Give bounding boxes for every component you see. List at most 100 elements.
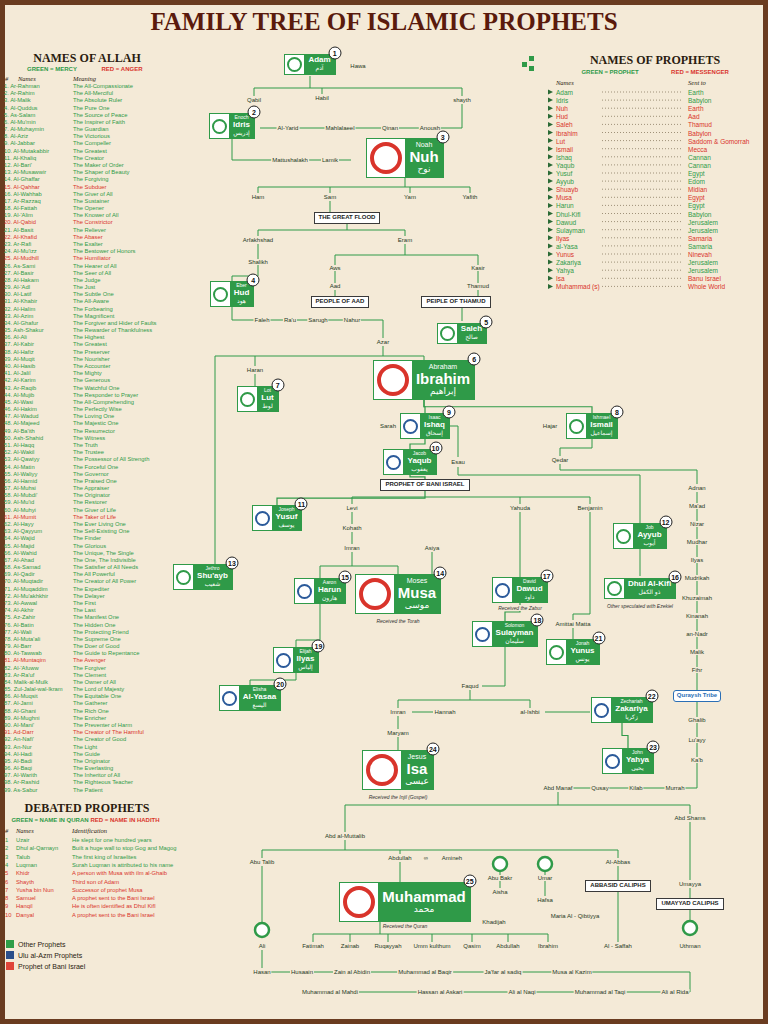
lineage-line [310, 76, 311, 88]
ancestor-name: an-Nadr [685, 631, 709, 637]
leader-dots [602, 278, 682, 279]
ancestor-name: Hannah [433, 709, 456, 715]
calligraphy-icon [569, 419, 584, 434]
prophet-name: Dawud [516, 585, 542, 593]
ancestor-name: Imran [343, 545, 360, 551]
leader-dots [602, 229, 682, 230]
lineage-line [254, 88, 462, 89]
calligraphy-icon [255, 511, 270, 526]
row-bullet [548, 235, 553, 240]
book-caption: Received the Torah [375, 618, 420, 624]
lineage-line [352, 552, 353, 566]
list-cell: The Forgiving [73, 176, 108, 182]
calligraphy-icon [240, 392, 255, 407]
row-bullet [548, 122, 553, 127]
prophet-box: Dhul Al-Kiflذو الكفل [604, 578, 676, 599]
ancestor-name: Nahur [343, 317, 361, 323]
list-cell: 57. Al-Muhsi [4, 485, 36, 491]
list-cell: The Finder [73, 535, 101, 541]
lineage-line [398, 700, 530, 701]
ancestor-name: ∞ [423, 855, 429, 861]
prophet-box: AaronHarunهارون [294, 578, 346, 603]
prophet-name: Nuh [409, 149, 438, 164]
column-header: Names [18, 75, 36, 82]
calligraphy-icon [616, 529, 631, 544]
list-cell: 96. Al-Baqi [4, 765, 32, 771]
table-cell: Edom [688, 178, 705, 185]
list-cell: 34. Al-Ghafur [4, 320, 38, 326]
ancestor-name: Ra'u [283, 317, 297, 323]
name-panel: JohnYahyaيحيى [622, 749, 653, 772]
list-cell: The Manifest One [73, 614, 119, 620]
leader-dots [602, 221, 682, 222]
ancestor-name: Al - Saffah [603, 943, 633, 949]
table-cell: Lut [556, 137, 565, 144]
leader-dots [602, 237, 682, 238]
ancestor-name: Hafsa [536, 897, 554, 903]
callout-number: 10 [429, 442, 442, 455]
prophet-name: Idris [233, 121, 250, 129]
list-cell: 7. Al-Muhaymin [4, 126, 44, 132]
table-cell: Yaqub [556, 161, 574, 168]
prophet-box: Salehصالح [437, 323, 487, 344]
list-cell: The Trustee [73, 449, 104, 455]
ancestor-name: Ilyas [690, 557, 704, 563]
ornament [522, 62, 527, 67]
list-cell: 9 [5, 903, 8, 909]
band-box: PEIPLE OF THAMUD [421, 296, 490, 307]
leader-dots [602, 245, 682, 246]
lineage-line [352, 512, 353, 524]
list-cell: The Praised One [73, 478, 117, 484]
ancestor-name: Qedar [551, 457, 570, 463]
prophet-box: JohnYahyaيحيى [602, 748, 654, 773]
band-text: Quraysh Tribe [677, 692, 717, 699]
list-cell: A prophet sent to the Bani Israel [72, 912, 155, 918]
name-panel: JobAyyubأيوب [633, 524, 665, 547]
lineage-line [258, 230, 259, 236]
lineage-line [618, 891, 619, 942]
leader-dots [602, 108, 682, 109]
calligraphy-icon [366, 754, 398, 786]
list-cell: The Reliever [73, 227, 106, 233]
prophet-box: NoahNuhنوح [366, 138, 443, 178]
prophet-name: Hud [234, 289, 250, 297]
band-box: PEOPLE OF AAD [311, 296, 370, 307]
list-cell: The Inheritor of All [73, 772, 120, 778]
ancestor-name: Aisha [491, 889, 508, 895]
lineage-line [410, 187, 411, 193]
list-cell: The Ever Living One [73, 521, 126, 527]
prophet-name: Sulayman [496, 629, 534, 637]
band-box: PROPHET OF BANI ISRAEL [380, 479, 469, 490]
leader-dots [602, 116, 682, 117]
list-cell: The Doer of Good [73, 643, 119, 649]
lineage-line [560, 464, 697, 484]
row-bullet [548, 98, 553, 103]
leader-dots [602, 286, 682, 287]
column-header: # [5, 827, 8, 834]
ancestor-name: Thamud [466, 283, 490, 289]
companion-icon [683, 921, 697, 935]
lineage-line [520, 497, 521, 504]
table-cell: Egypt [688, 170, 705, 177]
list-cell: The Generous [73, 377, 110, 383]
ancestor-name: Aws [328, 265, 341, 271]
leader-dots [602, 132, 682, 133]
legend-swatch [6, 951, 14, 959]
lineage-line [564, 702, 697, 788]
calligraphy-icon [222, 691, 237, 706]
ancestor-name: Musa al Kazim [551, 969, 592, 975]
ancestor-name: Kinanah [685, 613, 709, 619]
row-bullet [548, 154, 553, 159]
lineage-line [322, 88, 323, 94]
callout-number: 12 [659, 516, 672, 529]
list-cell: The Enricher [73, 715, 106, 721]
prophet-box: ElijahIlyasإلياس [273, 647, 320, 672]
list-cell: 92. An-Nafi' [4, 736, 34, 742]
row-bullet [548, 219, 553, 224]
list-cell: Danyal [16, 912, 34, 918]
callout-number: 8 [610, 406, 623, 419]
lineage-line [262, 850, 263, 858]
lineage-line [405, 230, 406, 236]
companion-icon [538, 857, 552, 871]
list-cell: Khidr [16, 870, 30, 876]
